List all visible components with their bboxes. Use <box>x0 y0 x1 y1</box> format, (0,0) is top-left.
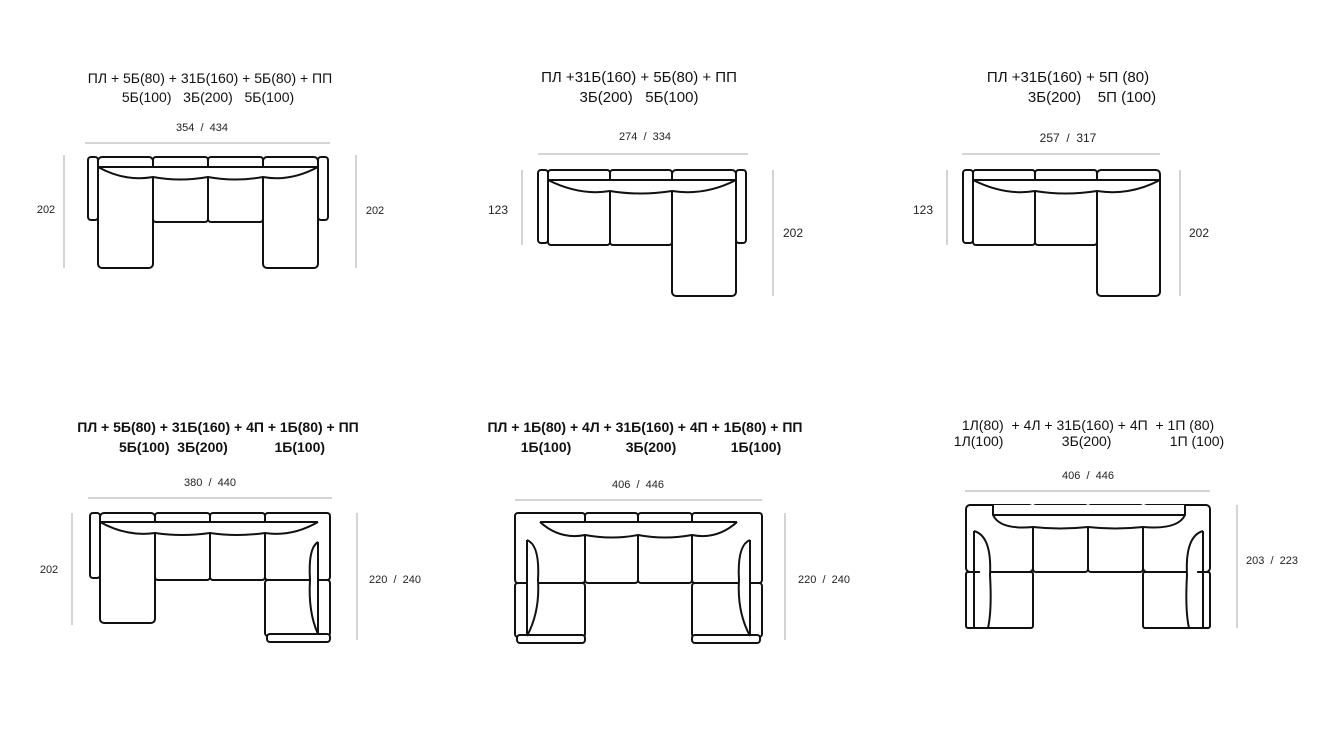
config-6-depths: 1Л(100) 3Б(200) 1П (100) <box>953 433 1225 449</box>
config-5-right-depth: 220 / 240 <box>798 574 850 586</box>
config-6-formula: 1Л(80) + 4Л + 31Б(160) + 4П + 1П (80) <box>961 417 1215 433</box>
config-2-right-depth: 202 <box>782 226 804 240</box>
config-2-formula: ПЛ +31Б(160) + 5Б(80) + ПП <box>541 69 737 86</box>
config-5-width: 406 / 446 <box>612 479 664 491</box>
config-5-depths: 1Б(100) 3Б(200) 1Б(100) <box>520 439 782 455</box>
sofa-diagram-1 <box>63 142 357 269</box>
sofa-diagram-3 <box>946 153 1181 297</box>
config-4-width: 380 / 440 <box>184 477 236 489</box>
config-4-right-depth: 220 / 240 <box>369 574 421 586</box>
config-4-formula: ПЛ + 5Б(80) + 31Б(160) + 4П + 1Б(80) + П… <box>77 419 359 435</box>
config-3-right-depth: 202 <box>1188 226 1210 240</box>
config-4-depths: 5Б(100) 3Б(200) 1Б(100) <box>118 439 326 455</box>
config-6-right-depth: 203 / 223 <box>1246 555 1298 567</box>
config-3-left-depth: 123 <box>912 203 934 217</box>
sofa-diagram-5 <box>514 499 786 644</box>
config-1-formula: ПЛ + 5Б(80) + 31Б(160) + 5Б(80) + ПП <box>87 70 333 86</box>
config-2-depths: 3Б(200) 5Б(100) <box>579 89 699 106</box>
sofa-diagram-2 <box>521 153 774 297</box>
config-4-left-depth: 202 <box>39 564 59 576</box>
config-1-left-depth: 202 <box>36 204 56 216</box>
config-1-depths: 5Б(100) 3Б(200) 5Б(100) <box>121 89 295 105</box>
config-3-depths: 3Б(200) 5П (100) <box>1027 89 1157 106</box>
sofa-diagram-4 <box>71 497 358 643</box>
config-3-formula: ПЛ +31Б(160) + 5П (80) <box>986 69 1150 86</box>
config-3-width: 257 / 317 <box>1039 131 1097 145</box>
config-2-width: 274 / 334 <box>619 131 671 143</box>
sofa-diagram-6 <box>965 490 1238 629</box>
config-1-right-depth: 202 <box>365 205 385 217</box>
config-2-left-depth: 123 <box>487 203 509 217</box>
config-1-width: 354 / 434 <box>176 122 228 134</box>
config-6-width: 406 / 446 <box>1062 470 1114 482</box>
config-5-formula: ПЛ + 1Б(80) + 4Л + 31Б(160) + 4П + 1Б(80… <box>487 419 803 435</box>
